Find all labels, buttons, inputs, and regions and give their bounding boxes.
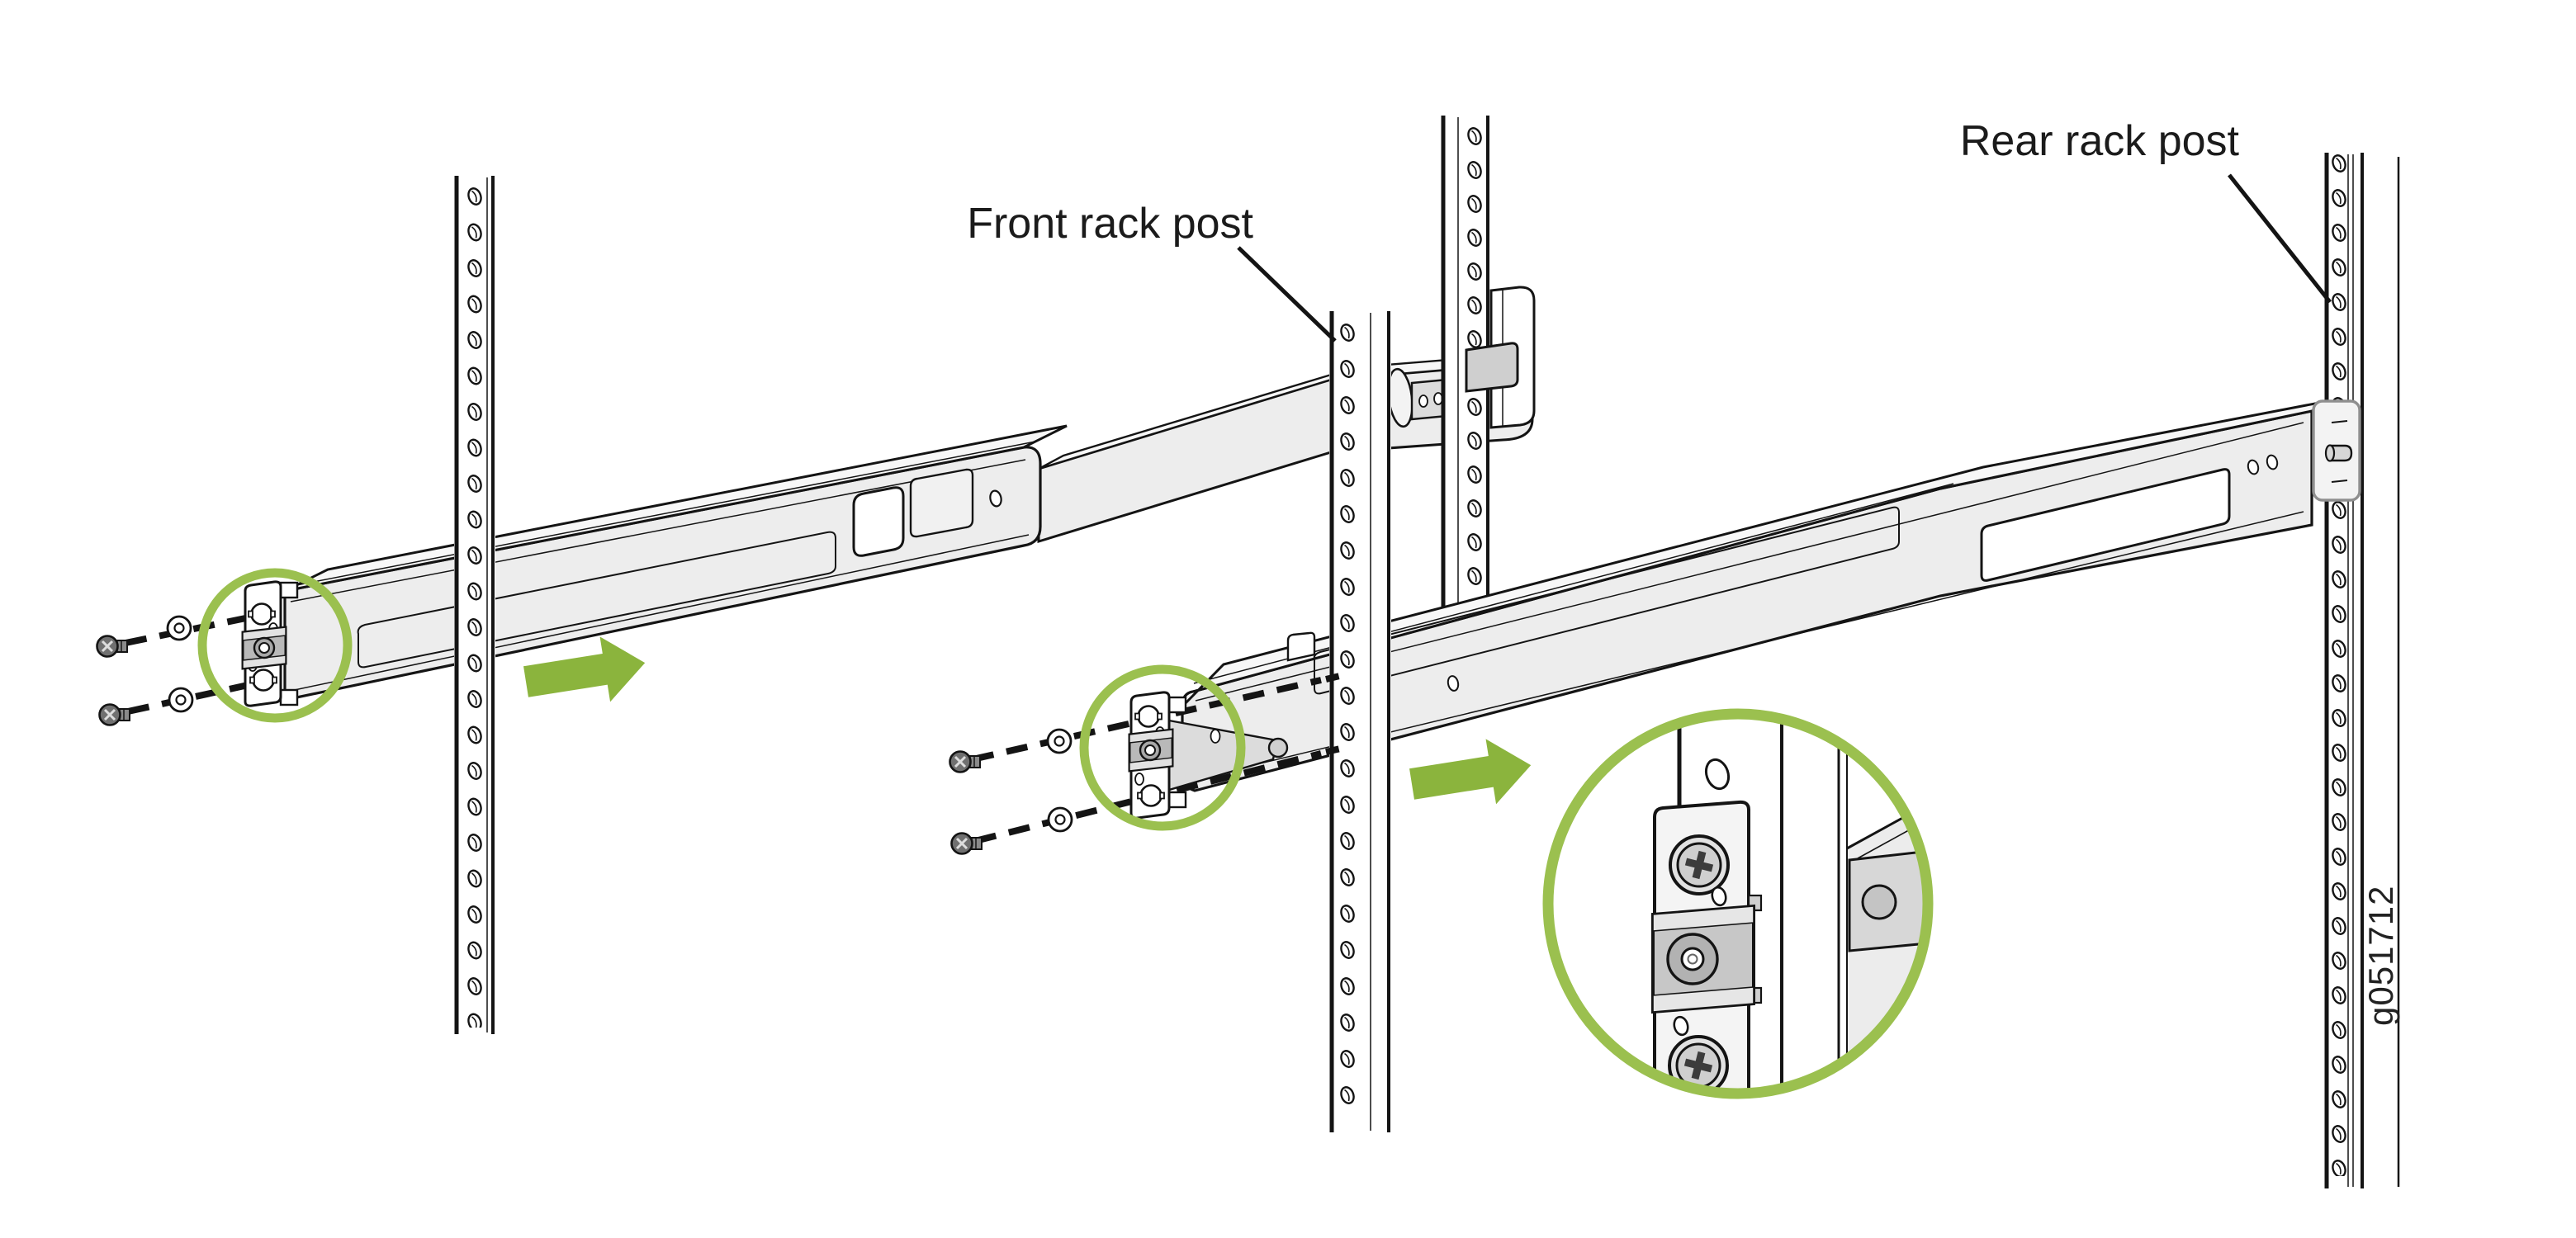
mounting-screw (96, 635, 129, 658)
figure-id: g051712 (2361, 885, 2400, 1026)
rail-hole (1447, 675, 1460, 692)
slide-direction-arrow-icon (1409, 739, 1532, 805)
screw-axis-dash-stubs (1325, 672, 1345, 755)
rail1-front-bracket (241, 580, 299, 707)
left-rack-post (454, 176, 495, 1034)
rail2-inset-panel (1313, 506, 1900, 695)
rear-rack-post (2324, 153, 2400, 1188)
detail-view (1542, 708, 1934, 1141)
front-post-label: Front rack post (967, 200, 1253, 248)
rear-post-label: Rear rack post (1960, 117, 2240, 165)
detail-cage-nut (1651, 904, 1755, 1014)
slide-hole (1210, 729, 1221, 744)
rail1-inset-panel (357, 531, 836, 669)
rail1-rear-hardware (1465, 286, 1536, 429)
post-hole (1704, 1107, 1734, 1141)
post-hole (1704, 758, 1731, 791)
detail-phillips-screw (1669, 834, 1730, 895)
slide-peg (1267, 737, 1289, 758)
left-bracket-highlight-ring (197, 568, 353, 723)
washer (1046, 728, 1073, 754)
rail2-rear-hardware (2312, 399, 2361, 502)
washer (168, 687, 194, 713)
front-rack-post (1329, 311, 1391, 1132)
post-hole-column (465, 186, 485, 1028)
washer (1047, 806, 1073, 833)
post-hole-column (1338, 322, 1357, 1119)
post-hole-column (2329, 153, 2349, 1176)
rail2-rear-peg (2328, 444, 2353, 462)
slide-direction-arrow-icon (523, 636, 646, 702)
leader-line (2228, 173, 2332, 304)
mounting-screw (98, 703, 131, 726)
rail2-slot-window (1980, 468, 2231, 582)
front-post-callout: Front rack post (967, 200, 1337, 343)
rail2-front-bracket (1128, 691, 1187, 820)
rail1-rear-latch-tab (1465, 342, 1519, 393)
detail-magnifier-ring (1542, 708, 1934, 1099)
mounting-screw (950, 832, 983, 855)
detail-peg (1861, 884, 1897, 920)
mounting-screw (949, 750, 982, 773)
rear-post-callout: Rear rack post (1960, 117, 2332, 304)
leader-line (1237, 246, 1337, 343)
rail1-pin-hole (989, 489, 1002, 508)
rail-hole (2266, 454, 2279, 470)
rail-hole (2247, 459, 2260, 475)
right-bracket-highlight-ring (1079, 664, 1246, 831)
rail1-latch-cutout (852, 486, 905, 557)
rail2-hook (1286, 631, 1316, 662)
right-mounting-rail (949, 398, 2337, 855)
rail1-slide-tab (909, 468, 974, 538)
washer (166, 615, 192, 641)
rail1-screw-axis-dashes (125, 612, 260, 715)
slide-hole (1418, 395, 1428, 408)
